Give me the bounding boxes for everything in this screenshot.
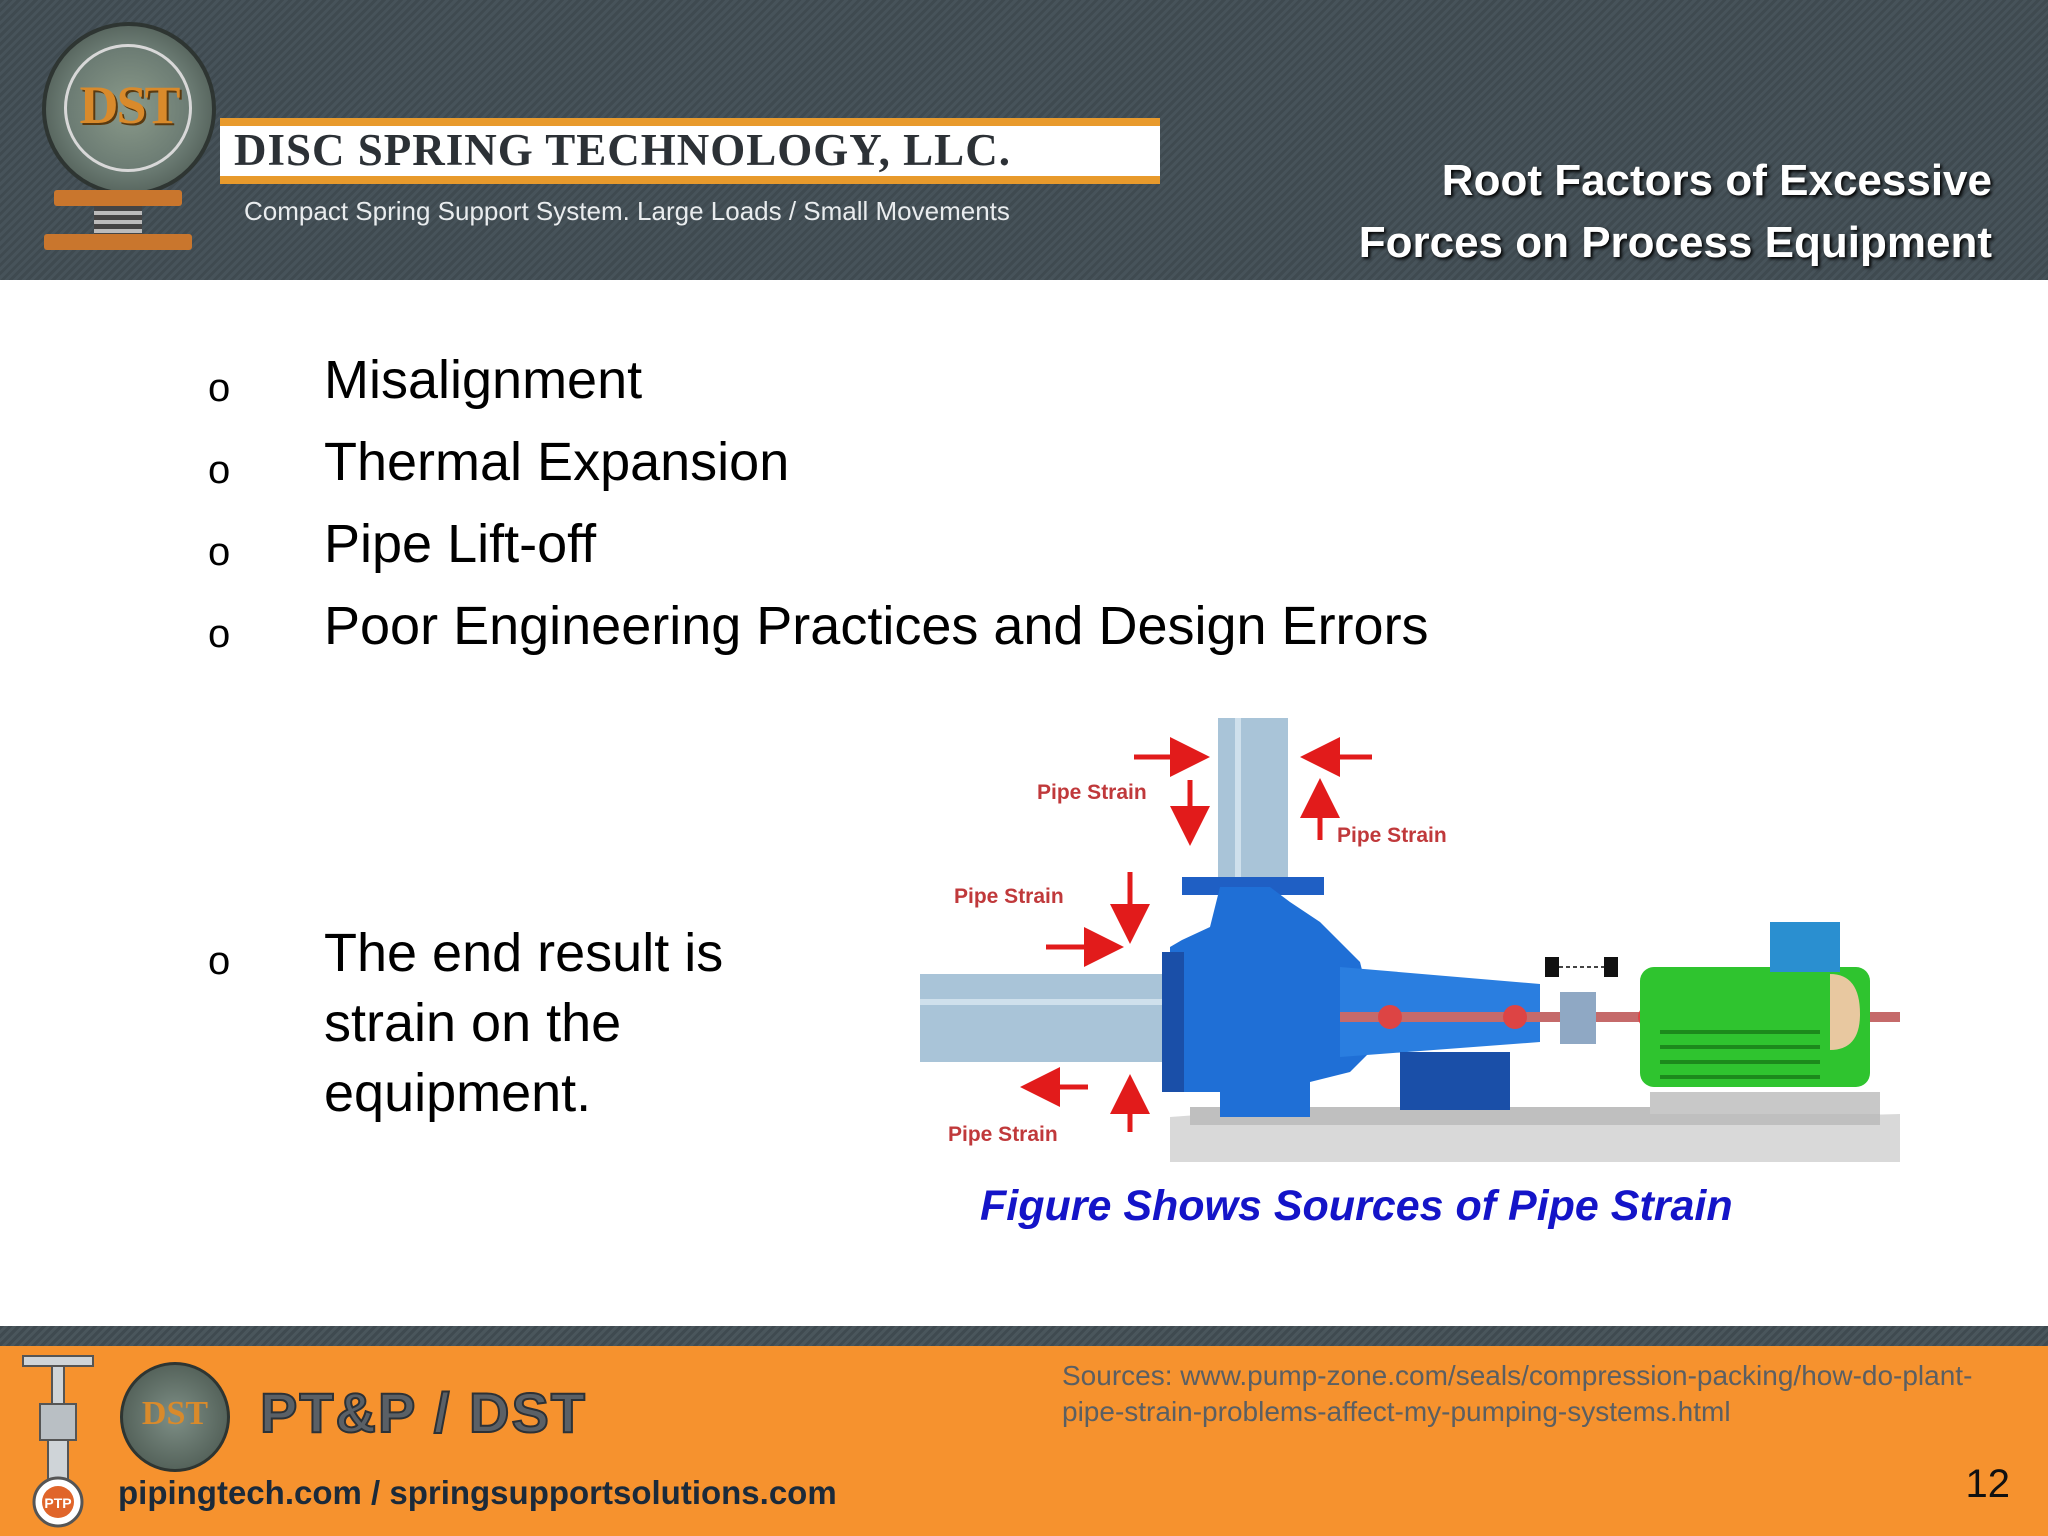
dial-indicator-icon: [1604, 957, 1618, 977]
discharge-flange: [1182, 877, 1324, 895]
bullet-text: Thermal Expansion: [324, 432, 790, 492]
suction-pipe: [920, 974, 1170, 1062]
bullet-text: The end result is strain on the equipmen…: [324, 923, 724, 1123]
bearing-support: [1400, 1052, 1510, 1110]
strain-label: Pipe Strain: [954, 885, 1064, 908]
footer-stripe: [0, 1326, 2048, 1346]
footer-title: PT&P / DST: [259, 1380, 588, 1445]
stand-base-plate: [44, 234, 192, 250]
motor-fan-cover: [1830, 974, 1860, 1050]
bullet-text: Misalignment: [324, 350, 643, 410]
motor-plinth: [1650, 1092, 1880, 1114]
logo-ring: [64, 44, 192, 172]
bearing-icon: [1378, 1005, 1402, 1029]
page-number: 12: [1965, 1462, 2011, 1506]
bullet-marker: o: [208, 448, 231, 492]
bearing-icon: [1503, 1005, 1527, 1029]
motor-terminal-box: [1770, 922, 1840, 972]
pipe-strain-diagram: Pipe Strain Pipe Strain Pipe Strain Pipe…: [920, 718, 1900, 1162]
figure-caption: Figure Shows Sources of Pipe Strain: [980, 1182, 1733, 1230]
bullet-marker: o: [208, 530, 231, 574]
footer-website-links[interactable]: pipingtech.com / springsupportsolutions.…: [118, 1474, 837, 1511]
stand-top-plate: [54, 190, 182, 206]
company-name: DISC SPRING TECHNOLOGY, LLC.: [234, 125, 1011, 175]
logo-dst-text: DST: [79, 75, 180, 135]
pump-casing: [1170, 887, 1380, 1117]
strain-label: Pipe Strain: [1037, 781, 1147, 804]
footer-dst-logo: DST: [120, 1362, 230, 1472]
slide-title-line-1: Root Factors of Excessive: [1441, 156, 1992, 205]
stand-spring: [94, 206, 142, 234]
strain-label: Pipe Strain: [1337, 824, 1447, 847]
slide-title: Root Factors of Excessive Forces on Proc…: [1359, 150, 1992, 274]
bullet-text: Pipe Lift-off: [324, 514, 597, 574]
bullet-marker: o: [208, 612, 231, 656]
company-name-bar: [220, 118, 1160, 184]
bullet-marker: o: [208, 366, 231, 410]
shaft: [1340, 1012, 1900, 1022]
strain-arrows: [1020, 737, 1372, 1132]
slide-title-line-2: Forces on Process Equipment: [1358, 218, 1992, 267]
dst-logo-globe: DST: [42, 22, 216, 196]
suction-flange: [1162, 952, 1184, 1092]
logo-spring-stand-icon: [44, 190, 192, 252]
discharge-pipe: [1218, 718, 1288, 878]
motor-body: [1640, 967, 1870, 1087]
company-tagline: Compact Spring Support System. Large Loa…: [244, 196, 1010, 226]
strain-label: Pipe Strain: [948, 1123, 1058, 1146]
bullet-marker: o: [208, 939, 231, 983]
footer-logo-text: DST: [141, 1395, 209, 1432]
valve-logo-icon: PTP: [22, 1355, 94, 1528]
coupling: [1560, 992, 1596, 1044]
sources-citation: Sources: www.pump-zone.com/seals/compres…: [1062, 1360, 1973, 1427]
valve-logo-badge: PTP: [44, 1495, 71, 1511]
dial-indicator-icon: [1545, 957, 1559, 977]
bullet-text: Poor Engineering Practices and Design Er…: [324, 596, 1429, 656]
footer-bar: [0, 1346, 2048, 1536]
